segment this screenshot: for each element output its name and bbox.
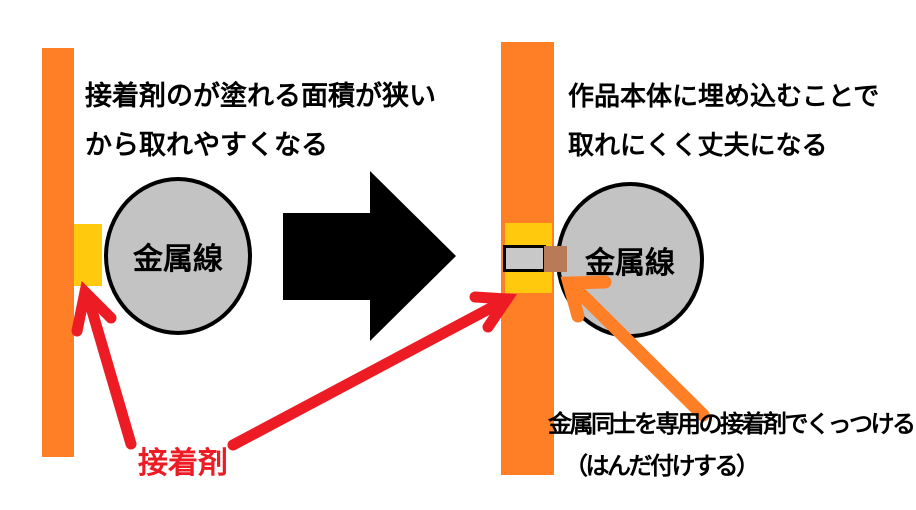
wire-label-before: 金属線 [133, 243, 223, 276]
caption-before-line2: から取れやすくなる [85, 130, 328, 160]
adhesive-arrow-right-icon [227, 291, 517, 451]
transform-arrow-icon [283, 171, 456, 341]
adhesive-label: 接着剤 [138, 447, 228, 480]
wire-label-after: 金属線 [585, 247, 675, 280]
solder-note-line2: （はんだ付けする） [564, 453, 760, 480]
solder-joint [544, 246, 567, 272]
caption-before-line1: 接着剤のが塗れる面積が狭い [85, 81, 436, 111]
work-body-bar-before [42, 48, 74, 457]
caption-before: 接着剤のが塗れる面積が狭い から取れやすくなる [85, 72, 436, 170]
adhesive-blob-before [74, 224, 102, 286]
solder-note: 金属同士を専用の接着剤でくっつける （はんだ付けする） [548, 404, 916, 488]
solder-note-line1: 金属同士を専用の接着剤でくっつける [548, 411, 916, 438]
caption-after-line2: 取れにくく丈夫になる [568, 130, 828, 160]
adhesive-arrow-left-icon [71, 280, 137, 450]
caption-after: 作品本体に埋め込むことで 取れにくく丈夫になる [568, 72, 879, 170]
metal-wire-circle-before: 金属線 [104, 177, 252, 335]
embedded-wire-end [503, 245, 546, 272]
metal-wire-circle-after: 金属線 [556, 182, 704, 338]
caption-after-line1: 作品本体に埋め込むことで [568, 81, 880, 111]
